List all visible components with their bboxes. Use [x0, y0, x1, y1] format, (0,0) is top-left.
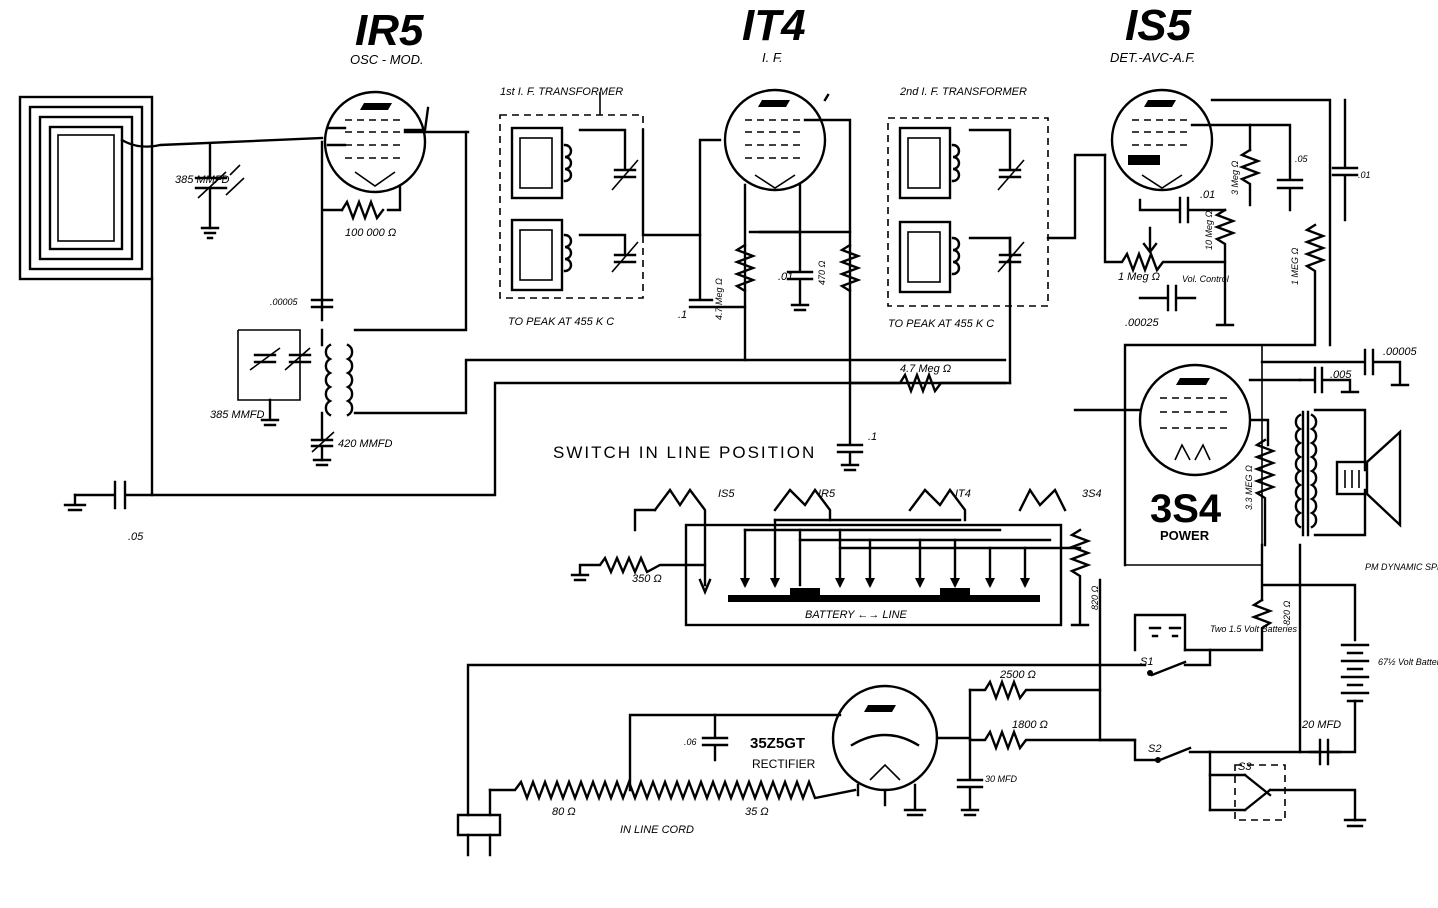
tube-1r5 [323, 90, 470, 194]
r35-label: 35 Ω [745, 806, 769, 818]
cap385a-label: 385 MMFD [175, 174, 229, 186]
resistor-3meg [1238, 148, 1262, 207]
c00005b-label: .00005 [1383, 346, 1418, 358]
oscillator-coil [310, 328, 1007, 467]
resistor-10meg [1213, 208, 1237, 327]
loop-antenna [18, 95, 324, 497]
c00025-label: .00025 [1125, 317, 1160, 329]
tube-1t4-name: IT4 [742, 1, 806, 50]
battery-67v [1208, 643, 1370, 754]
tube-1r5-function: OSC - MOD. [350, 52, 424, 67]
c01a-label: .01 [778, 271, 793, 283]
r350-label: 350 Ω [632, 573, 662, 585]
c1b-label: .1 [868, 431, 877, 443]
switch-title: SWITCH IN LINE POSITION [553, 443, 816, 462]
resistor-1meg-plate [1123, 223, 1327, 567]
resistor-1800 [968, 688, 1102, 752]
resistor-100k [340, 198, 385, 222]
if1-title: 1st I. F. TRANSFORMER [500, 86, 623, 98]
volume-control [1103, 153, 1227, 274]
tube-3s4-function: POWER [1160, 528, 1210, 543]
avc-line [73, 381, 1007, 510]
tube-1t4-function: I. F. [762, 50, 783, 65]
c06-label: .06 [684, 737, 697, 747]
c420-label: 420 MMFD [338, 438, 392, 450]
switch-tap-is5: IS5 [718, 488, 735, 500]
resistor-350 [570, 554, 707, 582]
switch-tap-3s4: 3S4 [1082, 488, 1102, 500]
tube-35z5gt [831, 684, 972, 817]
switch-bar-label: BATTERY ←→ LINE [805, 609, 908, 621]
c05b-label: .05 [1295, 154, 1309, 164]
r10meg-label: 10 Meg Ω [1204, 210, 1214, 250]
output-transformer [1294, 408, 1367, 537]
line-cord-resistor [488, 778, 857, 802]
r3meg2-label: 3.3 MEG Ω [1244, 465, 1254, 510]
r47meg-label: 4.7 Meg Ω [714, 278, 724, 320]
filament-switch [633, 487, 1092, 627]
tube-35z5gt-function: RECTIFIER [752, 757, 816, 771]
r100k-label: 100 000 Ω [345, 227, 396, 239]
tube-1s5-name: IS5 [1125, 1, 1192, 50]
tube-3s4 [1073, 363, 1302, 477]
switch-tap-it4: IT4 [955, 488, 971, 500]
resistor-4-7meg [733, 243, 757, 293]
ir5-grid-wiring [320, 140, 402, 322]
s3-label: S3 [1238, 761, 1252, 773]
s2-label: S2 [1148, 743, 1161, 755]
resistor-2500 [968, 578, 1102, 702]
tube-1r5-name: IR5 [355, 6, 424, 55]
batt67-label: 67½ Volt Battery [1378, 657, 1438, 667]
antenna-tuning-capacitor [194, 143, 245, 240]
if1-peak: TO PEAK AT 455 K C [508, 316, 614, 328]
c01b-label: .01 [1200, 189, 1215, 201]
tube-3s4-name: 3S4 [1150, 487, 1222, 531]
r3meg-label: 3 Meg Ω [1230, 160, 1240, 195]
if2-peak: TO PEAK AT 455 K C [888, 318, 994, 330]
r80-label: 80 Ω [552, 806, 576, 818]
ac-plug [456, 813, 502, 857]
c01c-label: .01 [1358, 170, 1371, 180]
c00005-label: .00005 [270, 297, 299, 307]
resistor-3-3meg [1253, 438, 1277, 547]
r1meg2-label: 1 MEG Ω [1290, 247, 1300, 285]
speaker-label: PM DYNAMIC SPEAKER [1365, 562, 1438, 572]
c005-label: .005 [1330, 369, 1352, 381]
c05a-label: .05 [128, 531, 144, 543]
pm-speaker [1335, 429, 1402, 528]
switch-s3 [1208, 764, 1367, 828]
tube-35z5gt-name: 35Z5GT [750, 735, 805, 752]
r47meg2-label: 4.7 Meg Ω [900, 363, 951, 375]
r1meg-label: 1 Meg Ω [1118, 271, 1160, 283]
tube-1s5-function: DET.-AVC-A.F. [1110, 50, 1195, 65]
tube-1t4 [723, 88, 852, 362]
resistor-4-7meg-avc [848, 371, 1012, 395]
if-transformer-2 [887, 117, 1107, 385]
switch-s1 [1098, 648, 1212, 677]
r820b-label: 820 Ω [1282, 600, 1292, 625]
oscillator-tuning-capacitors [237, 329, 312, 427]
vol-label: Vol. Control [1182, 274, 1230, 284]
c30-label: 30 MFD [985, 774, 1018, 784]
c20-label: 20 MFD [1301, 719, 1341, 731]
resistor-470 [838, 243, 862, 293]
s1-label: S1 [1140, 656, 1153, 668]
switch-tap-ir5: IR5 [818, 488, 836, 500]
r470-label: 470 Ω [817, 260, 827, 285]
r820-label: 820 Ω [1090, 585, 1100, 610]
c1a-label: .1 [678, 309, 687, 321]
batt15-label: Two 1.5 Volt Batteries [1210, 624, 1298, 634]
resistor-820-batt [1183, 598, 1274, 652]
r1800-label: 1800 Ω [1012, 719, 1048, 731]
if2-title: 2nd I. F. TRANSFORMER [899, 86, 1027, 98]
cord-label: IN LINE CORD [620, 824, 694, 836]
r2500-label: 2500 Ω [999, 669, 1036, 681]
if-transformer-1 [499, 92, 722, 299]
cap385b-label: 385 MMFD [210, 409, 264, 421]
